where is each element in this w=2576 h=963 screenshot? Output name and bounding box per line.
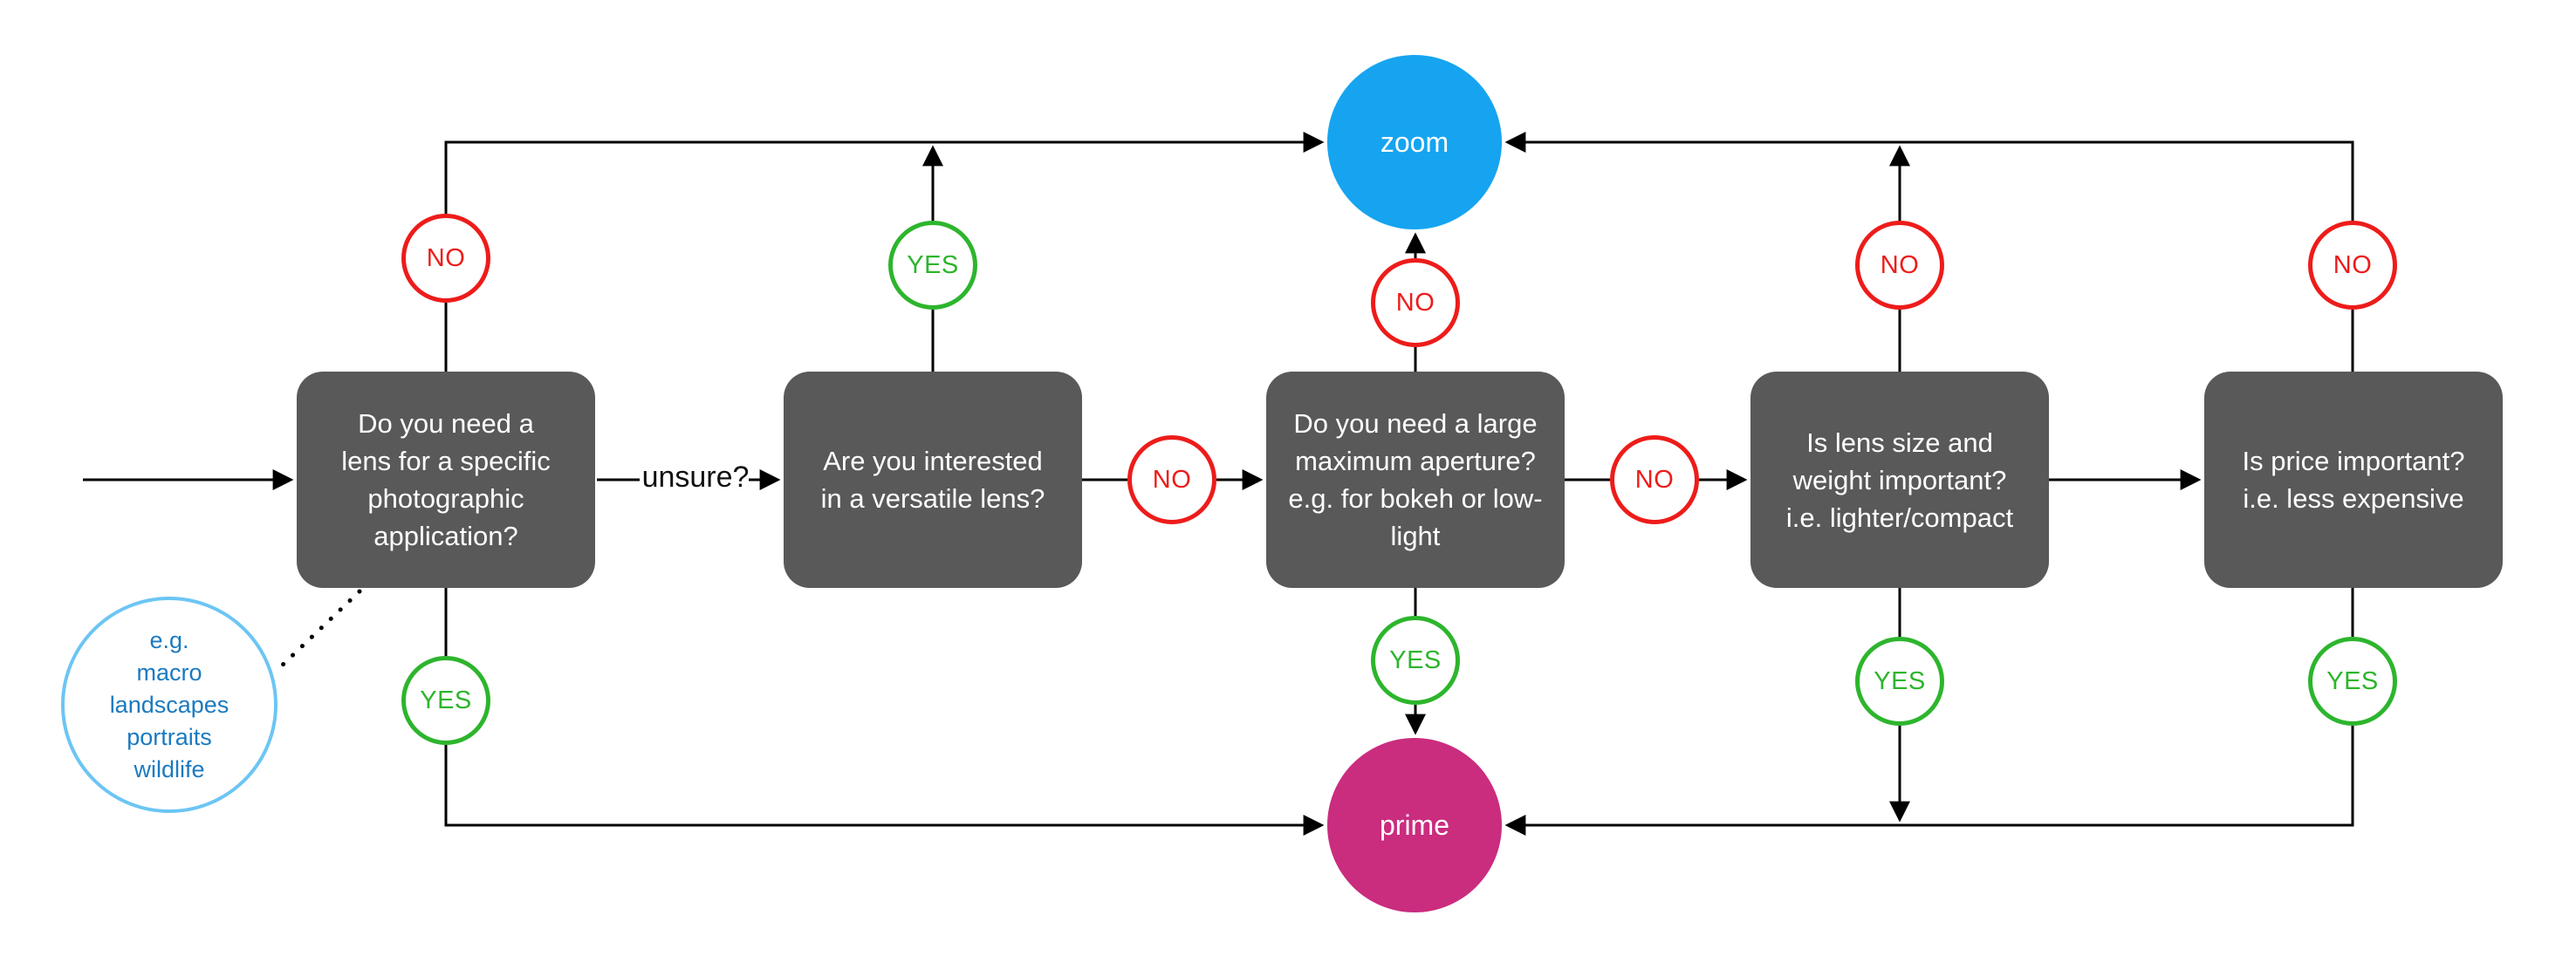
badge-q1-yes-bottom: YES — [401, 656, 490, 745]
question-box-price: Is price important? i.e. less expensive — [2204, 372, 2503, 588]
question-box-versatile-lens: Are you interested in a versatile lens? — [784, 372, 1082, 588]
example-note-text: e.g. macro landscapes portraits wildlife — [109, 626, 230, 782]
terminal-prime: prime — [1327, 738, 1502, 912]
badge-q3-yes-bottom: YES — [1371, 616, 1460, 705]
example-note-circle: e.g. macro landscapes portraits wildlife — [61, 597, 277, 813]
connector-yes-bottom-to-prime-right — [1504, 726, 2354, 836]
question-text: Do you need a lens for a specific photog… — [341, 408, 551, 551]
terminal-zoom: zoom — [1327, 55, 1502, 229]
badge-q3-no-right: NO — [1610, 435, 1699, 524]
terminal-zoom-label: zoom — [1380, 126, 1449, 158]
badge-q5-no-top: NO — [2308, 221, 2397, 310]
question-text: Is lens size and weight important? i.e. … — [1785, 427, 2014, 533]
badge-q5-yes-bottom: YES — [2308, 637, 2397, 726]
unsure-label: unsure? — [641, 461, 750, 494]
badge-q3-no-top: NO — [1371, 258, 1460, 347]
connector-yes-bottom-to-prime-left — [444, 745, 1325, 836]
question-box-specific-application: Do you need a lens for a specific photog… — [297, 372, 595, 588]
badge-q2-no-right: NO — [1127, 435, 1216, 524]
question-box-maximum-aperture: Do you need a large maximum aperture? e.… — [1266, 372, 1565, 588]
connector-no-top-to-zoom-left — [444, 132, 1325, 214]
badge-q1-no-top: NO — [401, 214, 490, 303]
badge-q2-yes-top: YES — [888, 221, 977, 310]
connector-no-top-to-zoom-right — [1504, 132, 2354, 221]
question-box-size-weight: Is lens size and weight important? i.e. … — [1750, 372, 2049, 588]
badge-q4-no-top: NO — [1855, 221, 1944, 310]
dotted-callout-line — [278, 589, 362, 669]
question-text: Are you interested in a versatile lens? — [820, 446, 1045, 514]
terminal-prime-label: prime — [1379, 809, 1449, 841]
question-text: Do you need a large maximum aperture? e.… — [1288, 408, 1543, 551]
badge-q4-yes-bottom: YES — [1855, 637, 1944, 726]
question-text: Is price important? i.e. less expensive — [2242, 446, 2465, 514]
